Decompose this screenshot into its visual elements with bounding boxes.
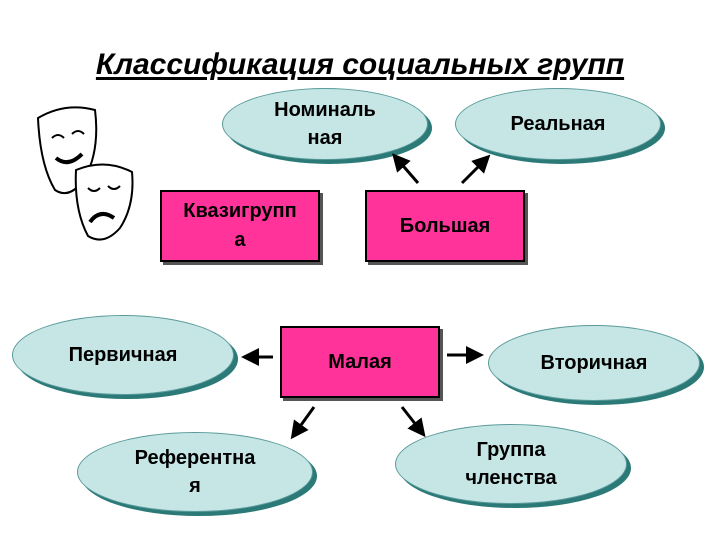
node-large: Большая (365, 190, 525, 262)
arrow-large-to-nominal (392, 153, 420, 184)
arrow-small-to-membership (400, 406, 426, 438)
node-quasigroup: Квазигрупп а (160, 190, 320, 262)
node-primary: Первичная (12, 315, 234, 395)
diagram-title: Классификация социальных групп (95, 48, 625, 81)
arrow-large-to-real (460, 154, 491, 185)
arrow-small-to-reference (290, 406, 316, 440)
node-reference: Референтна я (77, 432, 313, 512)
node-real: Реальная (455, 88, 661, 160)
node-small: Малая (280, 326, 440, 398)
node-nominal: Номиналь ная (222, 88, 428, 160)
node-secondary: Вторичная (488, 325, 700, 401)
tragedy-mask-icon (74, 163, 134, 241)
node-membership: Группа членства (395, 424, 627, 504)
